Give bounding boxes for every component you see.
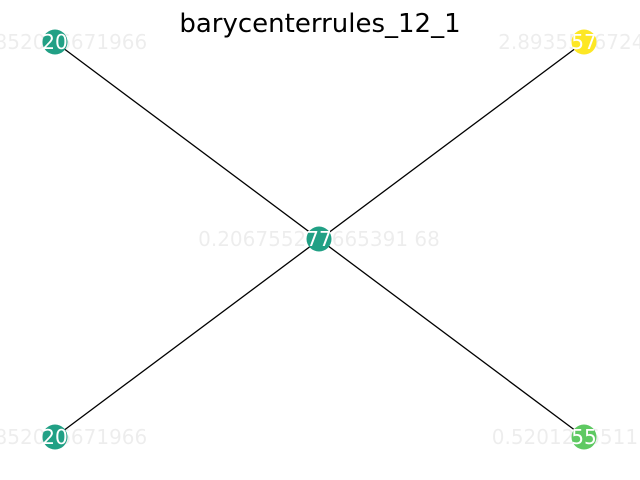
node-value-label-bottom-left: 0.4852076671966 [0, 425, 147, 449]
node-value-label-bottom-right: 0.5201296511119 [492, 425, 640, 449]
node-label-top-right: 57 [571, 30, 596, 54]
value-label-layer: 0.48520766719662.8935516724320.206755277… [0, 30, 640, 449]
node-top-left [42, 29, 68, 55]
node-center [306, 226, 332, 252]
node-value-label-top-right: 2.893551672432 [498, 30, 640, 54]
graph-title: barycenterrules_12_1 [179, 9, 460, 39]
node-layer: 20 57 77 20 55 [42, 29, 597, 450]
node-top-right [571, 29, 597, 55]
node-label-top-left: 20 [42, 30, 67, 54]
node-label-bottom-right: 55 [571, 425, 596, 449]
node-label-bottom-left: 20 [42, 425, 67, 449]
node-bottom-left [42, 424, 68, 450]
node-bottom-right [571, 424, 597, 450]
node-value-label-top-left: 0.4852076671966 [0, 30, 147, 54]
node-label-center: 77 [306, 227, 331, 251]
